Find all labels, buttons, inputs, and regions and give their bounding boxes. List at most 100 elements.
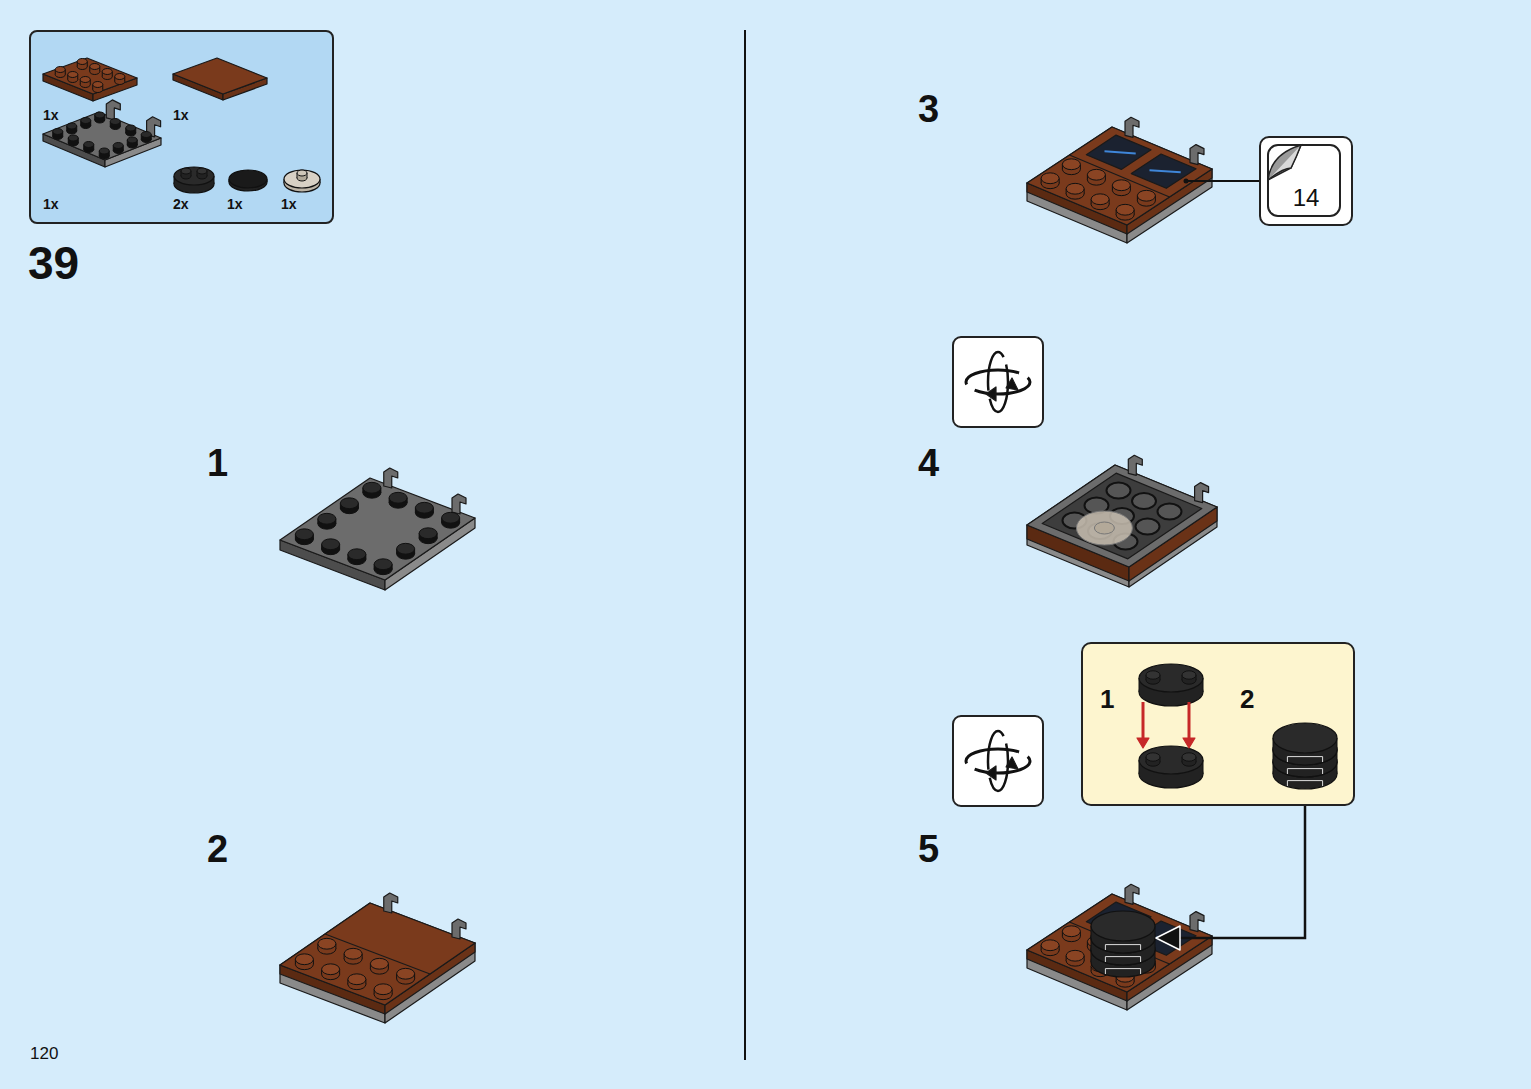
sticker-icon xyxy=(1268,145,1301,180)
tube xyxy=(1132,493,1156,509)
clip xyxy=(384,468,398,488)
stud xyxy=(67,123,77,129)
stud xyxy=(295,529,313,540)
rotate-icon xyxy=(988,352,1008,412)
stud xyxy=(442,512,460,523)
rotate-icon xyxy=(953,337,1043,427)
clip xyxy=(1195,483,1209,503)
part-count: 1x xyxy=(227,197,243,211)
transparent-round-plate xyxy=(1094,522,1114,534)
stud xyxy=(1066,950,1084,961)
step-1-model xyxy=(280,468,475,590)
round-brick xyxy=(1287,769,1322,774)
part-count: 2x xyxy=(173,197,189,211)
stud xyxy=(1091,194,1109,205)
stud xyxy=(102,69,112,75)
tube xyxy=(1158,504,1182,520)
round-brick xyxy=(1287,781,1322,786)
brick-top xyxy=(1027,894,1212,992)
round-brick xyxy=(1105,957,1140,962)
round-brick xyxy=(1139,746,1203,774)
rotate-icon xyxy=(966,749,1030,773)
node-illustration xyxy=(1261,138,1351,228)
red-arrow xyxy=(1188,702,1191,739)
stud xyxy=(1062,926,1080,937)
stud xyxy=(363,482,381,493)
parts-list-box: 1x1x1x2x1x1x xyxy=(29,30,334,224)
red-arrow xyxy=(1137,738,1149,748)
stud xyxy=(374,984,392,995)
stud xyxy=(68,135,78,141)
stud xyxy=(110,119,120,125)
stud xyxy=(348,549,366,560)
plate-underside xyxy=(1042,473,1202,559)
brick-top xyxy=(280,903,475,1005)
part-count: 1x xyxy=(173,108,189,122)
rotate-icon xyxy=(966,370,1030,394)
stud xyxy=(297,170,307,176)
brick-top xyxy=(1027,127,1212,225)
stud xyxy=(1182,753,1196,761)
sub-step-number: 1 xyxy=(1100,686,1114,712)
rotate-arrowhead xyxy=(986,387,996,401)
stud xyxy=(113,143,123,149)
stud xyxy=(68,72,78,78)
clip xyxy=(452,494,466,514)
round-brick xyxy=(1273,723,1337,753)
stud xyxy=(1116,204,1134,215)
brick-side xyxy=(43,74,93,101)
stud xyxy=(77,59,87,65)
step-2-model xyxy=(280,893,475,1023)
stud xyxy=(370,958,388,969)
sticker xyxy=(1131,154,1196,188)
rotate-icon xyxy=(953,716,1043,806)
clip xyxy=(1190,912,1204,932)
stud xyxy=(374,559,392,570)
clip xyxy=(452,919,466,939)
round-brick xyxy=(284,170,320,188)
stud xyxy=(340,498,358,509)
substep-number: 2 xyxy=(207,830,228,868)
rotate-arrowhead xyxy=(1006,757,1018,769)
page-number: 120 xyxy=(30,1045,58,1062)
stud xyxy=(99,148,109,154)
stud xyxy=(389,492,407,503)
stud xyxy=(1112,180,1130,191)
clip xyxy=(1128,455,1142,475)
step-number: 39 xyxy=(28,240,79,286)
clip xyxy=(106,100,120,120)
brick-top xyxy=(43,58,137,94)
round-brick xyxy=(1105,969,1140,974)
round-brick xyxy=(174,167,214,185)
sub-step-number: 2 xyxy=(1240,686,1254,712)
step-3-model xyxy=(1027,117,1259,243)
rotate-icon xyxy=(988,731,1008,791)
stud xyxy=(80,77,90,83)
stud xyxy=(1087,169,1105,180)
red-arrow xyxy=(1183,738,1195,748)
brick-top xyxy=(1027,465,1217,567)
stud xyxy=(1041,173,1059,184)
substep-number: 4 xyxy=(918,444,939,482)
clip xyxy=(1125,117,1139,137)
round-brick xyxy=(1287,757,1322,762)
stud xyxy=(322,964,340,975)
stud xyxy=(81,118,91,124)
stud xyxy=(197,168,207,174)
brick-top xyxy=(1027,127,1212,225)
brick-top xyxy=(1027,894,1212,992)
clip xyxy=(384,893,398,913)
stud xyxy=(419,528,437,539)
sticker xyxy=(1150,170,1181,172)
substep-number: 1 xyxy=(207,444,228,482)
clip xyxy=(1125,884,1139,904)
sticker-callout: 14 xyxy=(1259,136,1353,226)
stud xyxy=(318,513,336,524)
stud xyxy=(344,948,362,959)
round-brick xyxy=(1105,945,1140,950)
step-4-model xyxy=(1027,455,1217,587)
rotate-arrowhead xyxy=(1006,378,1018,390)
round-brick xyxy=(1091,911,1155,941)
part-count: 1x xyxy=(43,197,59,211)
stud xyxy=(84,142,94,148)
